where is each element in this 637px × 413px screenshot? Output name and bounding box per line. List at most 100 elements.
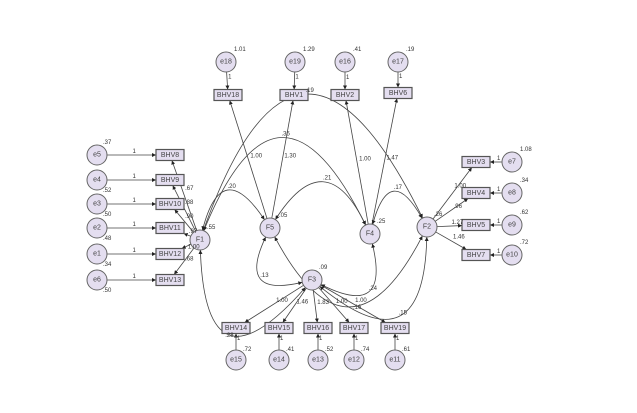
error-circle [307,349,329,371]
error-term-e1[interactable]: e1 [86,243,108,265]
indicator-name: BHV1 [285,92,303,99]
indicator-bhv3[interactable]: BHV3 [461,155,491,169]
loading-value: 1.47 [386,155,398,161]
error-name: e18 [220,59,232,66]
loading-path [435,231,467,250]
error-term-e3[interactable]: e3 [86,193,108,215]
error-variance: 1.01 [234,47,246,53]
indicator-bhv19[interactable]: BHV19 [380,321,410,335]
error-term-e14[interactable]: e14 [268,349,290,371]
error-term-e17[interactable]: e17 [387,51,409,73]
indicator-bhv16[interactable]: BHV16 [303,321,333,335]
factor-name: F2 [423,224,431,231]
fixed-path-value: 1 [133,274,137,280]
error-path [225,71,230,90]
fixed-path-value: 1 [133,222,137,228]
latent-factor-f4[interactable]: F4 [359,223,381,245]
indicator-name: BHV8 [161,152,179,159]
error-term-e13[interactable]: e13 [307,349,329,371]
factor-variance: .09 [319,265,328,271]
indicator-bhv9[interactable]: BHV9 [155,173,185,187]
factor-name: F3 [308,277,316,284]
loading-value: 1.46 [297,299,309,305]
indicator-name: BHV7 [467,252,485,259]
latent-factor-f2[interactable]: F2 [416,216,438,238]
error-term-e15[interactable]: e15 [225,349,247,371]
indicator-bhv8[interactable]: BHV8 [155,148,185,162]
indicator-bhv12[interactable]: BHV12 [155,247,185,261]
latent-factor-f1[interactable]: F1 [189,229,211,251]
error-name: e11 [389,357,400,364]
error-term-e10[interactable]: e10 [501,244,523,266]
latent-factor-f5[interactable]: F5 [259,217,281,239]
loading-path [344,100,369,225]
indicator-bhv2[interactable]: BHV2 [330,88,360,102]
loading-path [436,223,463,228]
covariance-arc [319,236,429,320]
indicator-name: BHV5 [467,222,485,229]
indicator-bhv1[interactable]: BHV1 [279,88,309,102]
covariance-value: .15 [399,311,408,317]
loading-path [282,288,307,323]
indicator-bhv11[interactable]: BHV11 [155,221,185,235]
indicator-box [461,186,491,200]
error-term-e19[interactable]: e19 [284,51,306,73]
indicator-bhv15[interactable]: BHV15 [264,321,294,335]
loading-path [371,98,399,225]
factor-variance: -.05 [277,213,288,219]
fixed-path-value: 1 [228,75,232,81]
indicator-name: BHV16 [307,325,329,332]
error-term-e18[interactable]: e18 [215,51,237,73]
error-variance: .62 [520,210,529,216]
indicator-box [383,86,413,100]
covariance-value: .35 [281,131,290,137]
indicator-name: BHV4 [467,190,485,197]
fixed-path-value: 1 [295,75,299,81]
fixed-path-value: 1 [399,74,403,80]
covariance-value: .13 [260,273,269,279]
error-term-e5[interactable]: e5 [86,144,108,166]
error-term-e4[interactable]: e4 [86,169,108,191]
indicator-bhv5[interactable]: BHV5 [461,218,491,232]
indicator-box [279,88,309,102]
indicator-bhv14[interactable]: BHV14 [221,321,251,335]
error-term-e16[interactable]: e16 [334,51,356,73]
error-circle [334,51,356,73]
loading-value: 1.00 [276,298,288,304]
indicator-bhv10[interactable]: BHV10 [155,197,185,211]
covariance-arc [203,137,366,231]
error-term-e11[interactable]: e11 [384,349,406,371]
loading-path [229,100,268,219]
loading-value: .96 [454,204,463,210]
error-name: e15 [230,357,242,364]
error-term-e6[interactable]: e6 [86,269,108,291]
latent-factor-f3[interactable]: F3 [301,269,323,291]
covariance-value: .21 [323,176,332,182]
indicator-bhv13[interactable]: BHV13 [155,273,185,287]
error-term-e2[interactable]: e2 [86,217,108,239]
error-term-e7[interactable]: e7 [501,151,523,173]
indicator-bhv6[interactable]: BHV6 [383,86,413,100]
fixed-path-value: 1 [497,219,501,225]
latent-circle [189,229,211,251]
indicator-bhv17[interactable]: BHV17 [339,321,369,335]
error-name: e13 [312,357,324,364]
error-term-e8[interactable]: e8 [501,182,523,204]
indicator-bhv4[interactable]: BHV4 [461,186,491,200]
error-term-e9[interactable]: e9 [501,214,523,236]
error-name: e6 [93,277,101,284]
factor-variance: .25 [377,219,386,225]
loading-value: 1.00 [355,298,367,304]
error-circle [343,349,365,371]
indicator-bhv18[interactable]: BHV18 [213,88,243,102]
error-name: e3 [93,201,101,208]
error-term-e12[interactable]: e12 [343,349,365,371]
error-name: e4 [93,177,101,184]
error-circle [86,217,108,239]
indicator-name: BHV3 [467,159,485,166]
covariance-value: .28 [225,333,234,339]
indicator-bhv7[interactable]: BHV7 [461,248,491,262]
error-circle [215,51,237,73]
error-name: e17 [392,59,404,66]
